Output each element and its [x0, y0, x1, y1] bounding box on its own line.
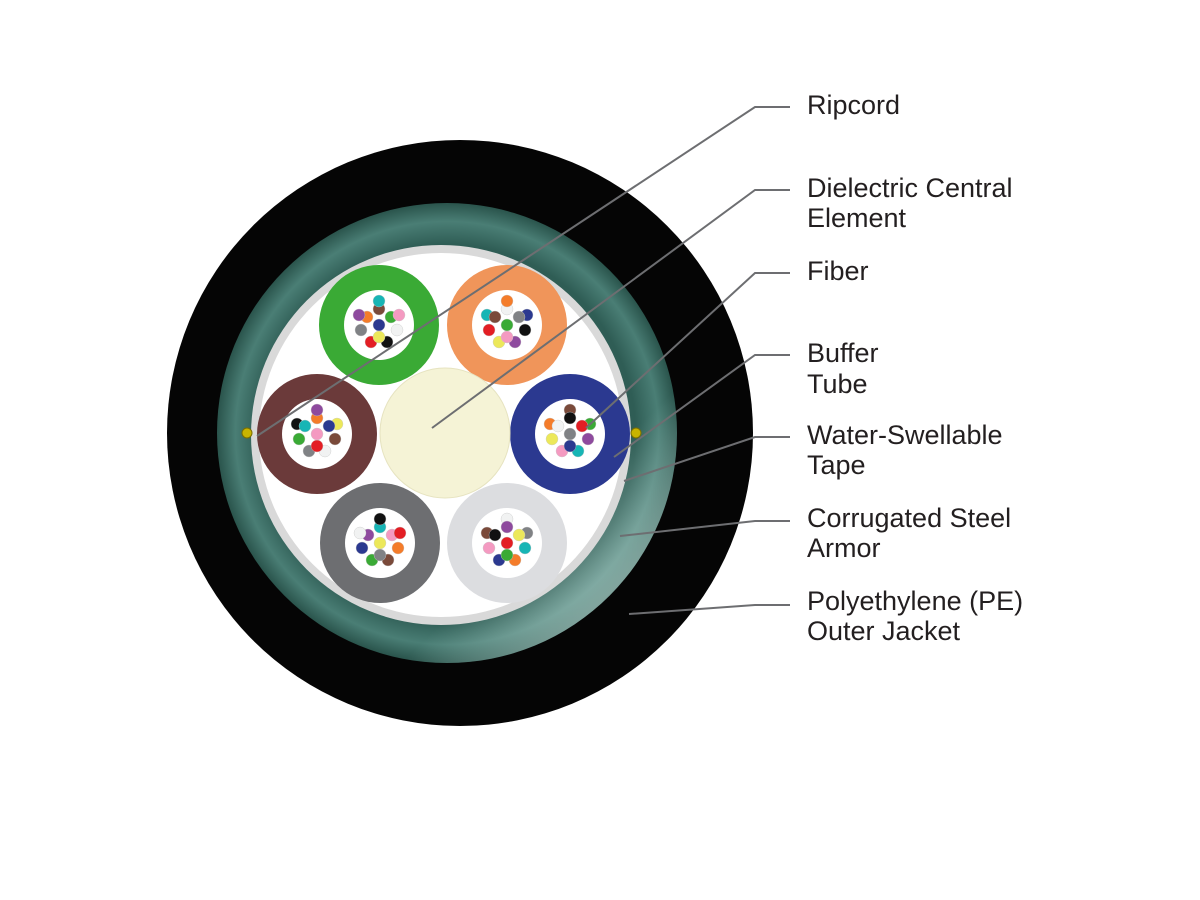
leader-central-element — [431, 189, 790, 429]
fiber — [563, 427, 577, 441]
label-fiber: Fiber — [807, 256, 869, 286]
fiber — [391, 541, 405, 555]
leader-ripcord — [256, 106, 790, 437]
fiber — [310, 403, 324, 417]
leader-jacket — [628, 604, 790, 615]
fiber — [482, 541, 496, 555]
fiber — [322, 419, 336, 433]
label-buffer-tube: Buffer Tube — [807, 338, 886, 399]
fiber — [545, 432, 559, 446]
ripcord-right-marker — [630, 427, 642, 439]
cable-cross-section — [167, 140, 753, 726]
fiber — [563, 411, 577, 425]
buffer-tube-slate — [320, 483, 440, 603]
fiber — [355, 541, 369, 555]
fiber — [373, 512, 387, 526]
fiber — [393, 526, 407, 540]
fiber — [392, 308, 406, 322]
buffer-tube-green — [319, 265, 439, 385]
leader-armor — [619, 520, 790, 537]
label-central-element: Dielectric Central Element — [807, 173, 1020, 233]
buffer-tube-brown — [257, 374, 377, 494]
label-water-swellable-tape: Water-Swellable Tape — [807, 420, 1010, 480]
leader-tape — [623, 436, 790, 482]
fiber — [488, 310, 502, 324]
fiber — [500, 520, 514, 534]
leader-lines — [256, 106, 790, 615]
fiber — [551, 419, 565, 433]
fiber — [500, 318, 514, 332]
leader-fiber — [585, 272, 790, 429]
fiber — [500, 330, 514, 344]
fiber — [518, 541, 532, 555]
fiber — [488, 528, 502, 542]
fiber — [512, 528, 526, 542]
dielectric-central-element — [379, 367, 511, 499]
label-pe-outer-jacket: Polyethylene (PE) Outer Jacket — [807, 586, 1031, 646]
fiber — [328, 432, 342, 446]
fiber — [581, 432, 595, 446]
label-ripcord: Ripcord — [807, 90, 900, 120]
fiber — [352, 308, 366, 322]
buffer-tubes — [257, 265, 630, 603]
fiber — [518, 323, 532, 337]
fiber — [372, 318, 386, 332]
fiber — [482, 323, 496, 337]
fiber — [372, 330, 386, 344]
ripcord-left-marker — [241, 427, 253, 439]
component-labels: Ripcord Dielectric Central Element Fiber… — [807, 90, 1031, 646]
fiber — [500, 548, 514, 562]
fiber — [373, 536, 387, 550]
leader-buffer-tube — [613, 354, 790, 458]
buffer-tube-orange — [447, 265, 567, 385]
label-corrugated-steel-armor: Corrugated Steel Armor — [807, 503, 1019, 563]
fiber — [353, 526, 367, 540]
fiber — [292, 432, 306, 446]
fiber — [373, 548, 387, 562]
fiber — [310, 439, 324, 453]
fiber — [298, 419, 312, 433]
fiber — [390, 323, 404, 337]
fiber — [563, 439, 577, 453]
fiber — [500, 536, 514, 550]
fiber — [372, 294, 386, 308]
fiber — [500, 294, 514, 308]
fiber — [575, 419, 589, 433]
buffer-tube-blue — [510, 374, 630, 494]
fiber — [310, 427, 324, 441]
fiber — [512, 310, 526, 324]
fiber — [354, 323, 368, 337]
buffer-tube-white — [447, 483, 567, 603]
